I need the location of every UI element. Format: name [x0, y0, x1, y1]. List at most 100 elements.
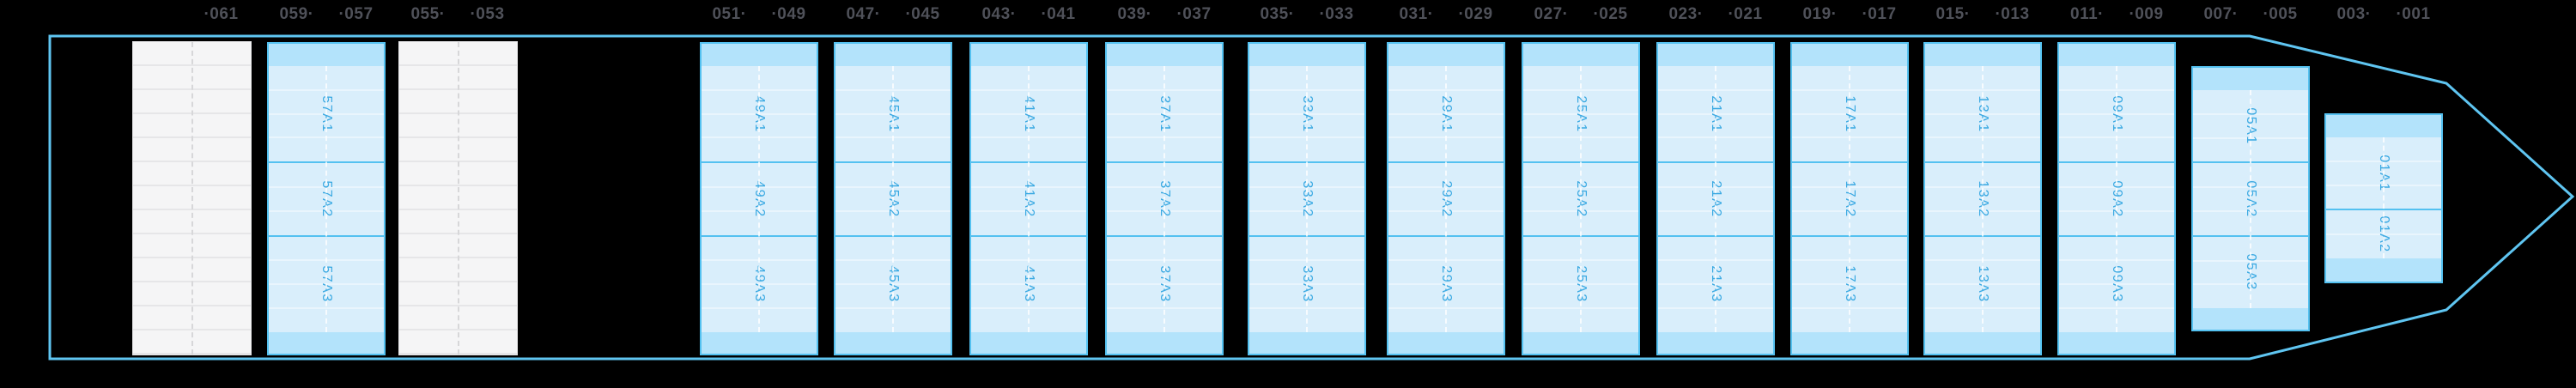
- slot-cell: [133, 114, 251, 138]
- bay-label-051: 051·: [712, 5, 747, 23]
- bay-cell-09A2[interactable]: 09A2: [2059, 161, 2174, 234]
- deck-cap-bottom: [702, 331, 817, 354]
- slot-cell: [399, 330, 517, 355]
- bay-cell-label-57A3: 57A3: [319, 265, 334, 303]
- deck-cap-top: [1523, 44, 1638, 66]
- bay-label-017: ·017: [1862, 5, 1897, 23]
- bay-cell-25A1[interactable]: 25A1: [1523, 66, 1638, 161]
- row-line: [269, 306, 384, 309]
- bay-cell-13A1[interactable]: 13A1: [1925, 66, 2040, 161]
- row-line: [1792, 136, 1907, 139]
- bay-cell-label-45A1: 45A1: [886, 94, 901, 133]
- row-line: [702, 88, 817, 91]
- bay-cell-41A2[interactable]: 41A2: [971, 161, 1086, 234]
- bay-cell-49A1[interactable]: 49A1: [702, 66, 817, 161]
- bay-cell-09A3[interactable]: 09A3: [2059, 234, 2174, 332]
- bay-cell-41A3[interactable]: 41A3: [971, 234, 1086, 332]
- slot-cell: [399, 42, 517, 66]
- bay-cell-45A3[interactable]: 45A3: [835, 234, 951, 332]
- bay-cell-37A3[interactable]: 37A3: [1107, 234, 1222, 332]
- bay-cell-45A1[interactable]: 45A1: [835, 66, 951, 161]
- bay-label-015: 015·: [1935, 5, 1971, 23]
- bay-cell-label-05A2: 05A2: [2244, 180, 2258, 218]
- bay-label-039: 039·: [1117, 5, 1152, 23]
- bay-cell-57A3[interactable]: 57A3: [269, 234, 384, 332]
- slot-cell: [399, 234, 517, 258]
- bay-cell-label-09A1: 09A1: [2110, 94, 2124, 133]
- bay-cell-label-25A1: 25A1: [1574, 94, 1589, 133]
- bay-cell-29A1[interactable]: 29A1: [1388, 66, 1504, 161]
- bay-cell-label-29A1: 29A1: [1439, 94, 1454, 133]
- bay-cell-21A3[interactable]: 21A3: [1658, 234, 1773, 332]
- bay-cell-05A3[interactable]: 05A3: [2193, 234, 2308, 308]
- slot-cell: [133, 306, 251, 330]
- bay-label-057: ·057: [338, 5, 374, 23]
- bay-cell-37A2[interactable]: 37A2: [1107, 161, 1222, 234]
- bay-cell-09A1[interactable]: 09A1: [2059, 66, 2174, 161]
- bay-label-003: 003·: [2336, 5, 2372, 23]
- bay-cell-25A2[interactable]: 25A2: [1523, 161, 1638, 234]
- bay-cell-33A1[interactable]: 33A1: [1249, 66, 1364, 161]
- bay-cell-41A1[interactable]: 41A1: [971, 66, 1086, 161]
- row-line: [1388, 88, 1504, 91]
- bay-label-027: 027·: [1534, 5, 1569, 23]
- bay-cell-label-25A2: 25A2: [1574, 180, 1589, 218]
- slot-cell: [133, 66, 251, 90]
- bay-label-053: ·053: [470, 5, 505, 23]
- bay-cell-57A2[interactable]: 57A2: [269, 161, 384, 234]
- row-line: [1658, 306, 1773, 309]
- row-line: [971, 136, 1086, 139]
- bay-label-031: 031·: [1399, 5, 1434, 23]
- bay-cell-49A2[interactable]: 49A2: [702, 161, 817, 234]
- row-line: [1658, 88, 1773, 91]
- bay-cell-21A1[interactable]: 21A1: [1658, 66, 1773, 161]
- deck-cap-bottom: [1107, 331, 1222, 354]
- bay-cell-label-45A2: 45A2: [886, 180, 901, 218]
- slot-cell: [399, 258, 517, 282]
- bay-column-051-049: 49A1 49A2 49A3: [700, 42, 818, 355]
- bay-cell-45A2[interactable]: 45A2: [835, 161, 951, 234]
- bay-cell-37A1[interactable]: 37A1: [1107, 66, 1222, 161]
- row-line: [1658, 136, 1773, 139]
- bay-cell-05A2[interactable]: 05A2: [2193, 161, 2308, 234]
- slot-cell: [399, 114, 517, 138]
- bay-cell-01A2[interactable]: 01A2: [2326, 209, 2441, 258]
- deck-cap-bottom: [269, 331, 384, 354]
- bay-cell-label-09A2: 09A2: [2110, 180, 2124, 218]
- bay-label-055: 055·: [410, 5, 446, 23]
- bay-cell-29A3[interactable]: 29A3: [1388, 234, 1504, 332]
- bay-cell-21A2[interactable]: 21A2: [1658, 161, 1773, 234]
- slot-cell: [133, 330, 251, 355]
- slot-cell: [399, 186, 517, 210]
- bay-cell-17A3[interactable]: 17A3: [1792, 234, 1907, 332]
- bay-cell-17A1[interactable]: 17A1: [1792, 66, 1907, 161]
- deck-cap-top: [971, 44, 1086, 66]
- bay-cell-33A2[interactable]: 33A2: [1249, 161, 1364, 234]
- row-line: [1523, 88, 1638, 91]
- row-line: [1249, 259, 1364, 262]
- bay-label-033: ·033: [1319, 5, 1354, 23]
- bay-cell-25A3[interactable]: 25A3: [1523, 234, 1638, 332]
- row-line: [835, 88, 951, 91]
- slot-cell: [399, 162, 517, 186]
- deck-cap-bottom: [2059, 331, 2174, 354]
- bay-cell-label-49A2: 49A2: [752, 180, 767, 218]
- deck-cap-bottom: [1658, 331, 1773, 354]
- bay-cell-33A3[interactable]: 33A3: [1249, 234, 1364, 332]
- bay-cell-05A1[interactable]: 05A1: [2193, 90, 2308, 161]
- bay-cell-13A3[interactable]: 13A3: [1925, 234, 2040, 332]
- deck-cap-top: [1925, 44, 2040, 66]
- deck-cap-bottom: [1249, 331, 1364, 354]
- row-line: [971, 88, 1086, 91]
- row-line: [1523, 306, 1638, 309]
- slot-cell: [399, 282, 517, 306]
- empty-bay-column-063-061: [132, 41, 252, 355]
- bay-cell-17A2[interactable]: 17A2: [1792, 161, 1907, 234]
- bay-cell-49A3[interactable]: 49A3: [702, 234, 817, 332]
- bay-cell-29A2[interactable]: 29A2: [1388, 161, 1504, 234]
- bay-cell-01A1[interactable]: 01A1: [2326, 137, 2441, 209]
- bay-cell-57A1[interactable]: 57A1: [269, 66, 384, 161]
- bay-cell-13A2[interactable]: 13A2: [1925, 161, 2040, 234]
